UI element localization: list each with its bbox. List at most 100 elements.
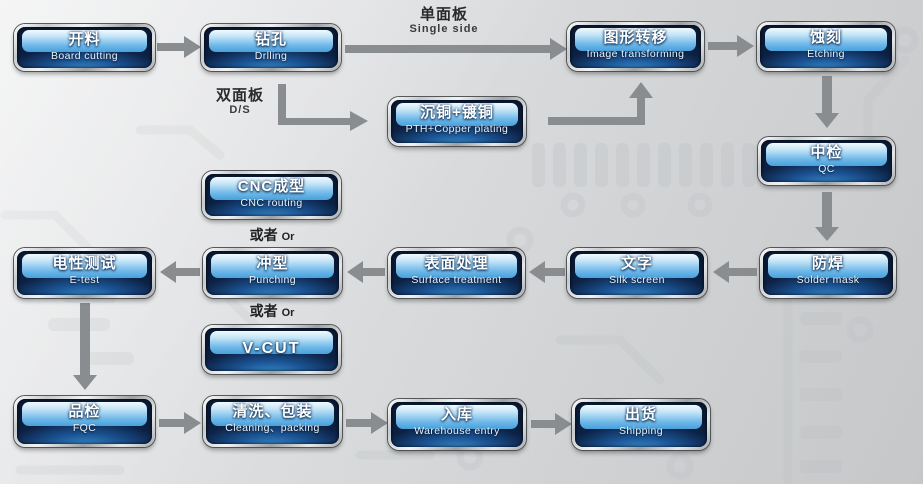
node-fqc-en: FQC — [72, 421, 97, 434]
label-or-bottom-en: Or — [281, 307, 295, 319]
node-drilling-body: 钻孔 Drlling — [204, 27, 338, 68]
node-image-transforming-body: 图形转移 Image transforming — [570, 25, 701, 68]
node-warehouse-entry-en: Warehouse entry — [414, 424, 500, 437]
node-warehouse-entry-zh: 入库 — [440, 406, 473, 423]
node-surface-treatment: 表面处理 Surface treatment — [388, 248, 525, 298]
node-pth-copper-plating-en: PTH+Copper plating — [405, 122, 509, 135]
label-single-side: 单面板 Single side — [396, 6, 492, 36]
node-etching-zh: 蚀刻 — [809, 29, 842, 46]
node-warehouse-entry-body: 入库 Warehouse entry — [391, 402, 523, 447]
node-cnc-routing-body: CNC成型 CNC routing — [205, 174, 338, 216]
node-pth-copper-plating-zh: 沉铜+镀铜 — [420, 104, 494, 121]
node-solder-mask: 防焊 Solder mask — [760, 248, 896, 298]
node-cnc-routing: CNC成型 CNC routing — [202, 171, 341, 219]
node-gloss — [211, 402, 334, 427]
node-punching-body: 冲型 Punching — [206, 251, 339, 295]
label-or-top-en: Or — [281, 231, 295, 243]
node-pth-copper-plating-body: 沉铜+镀铜 PTH+Copper plating — [391, 100, 523, 143]
node-etching-en: Etching — [807, 47, 845, 60]
node-cleaning-packing-body: 清洗、包装 Cleaning、packing — [206, 399, 339, 444]
node-qc-en: QC — [818, 162, 835, 175]
node-shipping-en: Shipping — [618, 424, 664, 437]
arrow-etching-to-qc — [815, 76, 839, 128]
node-punching-zh: 冲型 — [256, 255, 289, 272]
node-cleaning-packing-en: Cleaning、packing — [225, 421, 320, 434]
node-gloss — [768, 254, 888, 278]
node-qc: 中检 QC — [758, 137, 895, 185]
node-pth-copper-plating: 沉铜+镀铜 PTH+Copper plating — [388, 97, 526, 146]
node-gloss — [396, 405, 518, 430]
node-drilling: 钻孔 Drlling — [201, 24, 341, 71]
node-shipping-body: 出货 Shipping — [575, 402, 707, 447]
arrow-e-test-to-fqc — [73, 303, 97, 390]
node-gloss — [210, 331, 333, 355]
node-gloss — [396, 103, 518, 127]
label-double-side: 双面板 D/S — [204, 87, 276, 117]
arrow-board-cutting-to-drilling — [157, 36, 201, 58]
arrow-punching-to-e-test — [160, 261, 200, 283]
node-e-test-zh: 电性测试 — [52, 255, 117, 272]
node-gloss — [22, 254, 147, 278]
node-gloss — [765, 28, 887, 52]
node-gloss — [22, 30, 147, 53]
node-board-cutting-body: 开料 Board cutting — [17, 27, 152, 68]
node-solder-mask-en: Solder mask — [796, 273, 860, 286]
node-gloss — [580, 405, 702, 430]
node-gloss — [396, 254, 517, 278]
node-gloss — [22, 402, 147, 427]
arrow-surface-treatment-to-punching — [347, 261, 385, 283]
label-or-top-zh: 或者 — [249, 227, 278, 243]
node-board-cutting-en: Board cutting — [50, 49, 119, 62]
node-qc-zh: 中检 — [810, 144, 843, 161]
node-cleaning-packing: 清洗、包装 Cleaning、packing — [203, 396, 342, 447]
node-e-test-body: 电性测试 E-test — [17, 251, 152, 295]
node-fqc-body: 品检 FQC — [17, 399, 152, 444]
node-board-cutting: 开料 Board cutting — [14, 24, 155, 71]
node-cleaning-packing-zh: 清洗、包装 — [232, 403, 313, 420]
node-gloss — [575, 254, 699, 278]
node-surface-treatment-body: 表面处理 Surface treatment — [391, 251, 522, 295]
label-single-side-en: Single side — [409, 23, 479, 36]
arrow-image-transforming-to-etching — [708, 35, 754, 57]
arrow-solder-mask-to-silk-screen — [713, 261, 757, 283]
node-gloss — [766, 143, 887, 166]
node-solder-mask-zh: 防焊 — [811, 255, 844, 272]
node-v-cut: V-CUT — [202, 325, 341, 374]
arrow-cleaning-packing-to-warehouse-entry — [346, 412, 388, 434]
node-fqc-zh: 品检 — [68, 403, 101, 420]
node-warehouse-entry: 入库 Warehouse entry — [388, 399, 526, 450]
arrow-qc-to-solder-mask — [815, 192, 839, 241]
node-silk-screen-en: Silk screen — [609, 273, 665, 286]
node-fqc: 品检 FQC — [14, 396, 155, 447]
node-surface-treatment-zh: 表面处理 — [424, 255, 489, 272]
label-or-bottom-zh: 或者 — [249, 303, 278, 319]
node-etching-body: 蚀刻 Etching — [760, 25, 892, 68]
node-image-transforming-zh: 图形转移 — [603, 29, 668, 46]
node-gloss — [211, 254, 334, 278]
node-silk-screen-body: 文字 Silk screen — [570, 251, 704, 295]
node-cnc-routing-zh: CNC成型 — [237, 178, 306, 195]
node-solder-mask-body: 防焊 Solder mask — [763, 251, 893, 295]
node-silk-screen-zh: 文字 — [620, 255, 653, 272]
node-silk-screen: 文字 Silk screen — [567, 248, 707, 298]
arrow-drilling-to-image-transforming — [345, 38, 567, 60]
node-qc-body: 中检 QC — [761, 140, 892, 182]
node-gloss — [210, 177, 333, 200]
label-double-side-zh: 双面板 — [215, 87, 264, 104]
node-board-cutting-zh: 开料 — [68, 31, 101, 48]
node-image-transforming-en: Image transforming — [586, 47, 685, 60]
arrow-silk-screen-to-surface-treatment — [529, 261, 565, 283]
node-punching: 冲型 Punching — [203, 248, 342, 298]
label-double-side-en: D/S — [229, 104, 251, 117]
node-image-transforming: 图形转移 Image transforming — [567, 22, 704, 71]
node-shipping: 出货 Shipping — [572, 399, 710, 450]
elbow-arrow-drilling-to-pth — [278, 84, 368, 131]
node-shipping-zh: 出货 — [624, 406, 657, 423]
node-etching: 蚀刻 Etching — [757, 22, 895, 71]
arrow-warehouse-entry-to-shipping — [531, 413, 572, 435]
node-v-cut-body: V-CUT — [205, 328, 338, 371]
node-cnc-routing-en: CNC routing — [240, 196, 303, 209]
node-gloss — [209, 30, 333, 53]
node-surface-treatment-en: Surface treatment — [411, 273, 502, 286]
